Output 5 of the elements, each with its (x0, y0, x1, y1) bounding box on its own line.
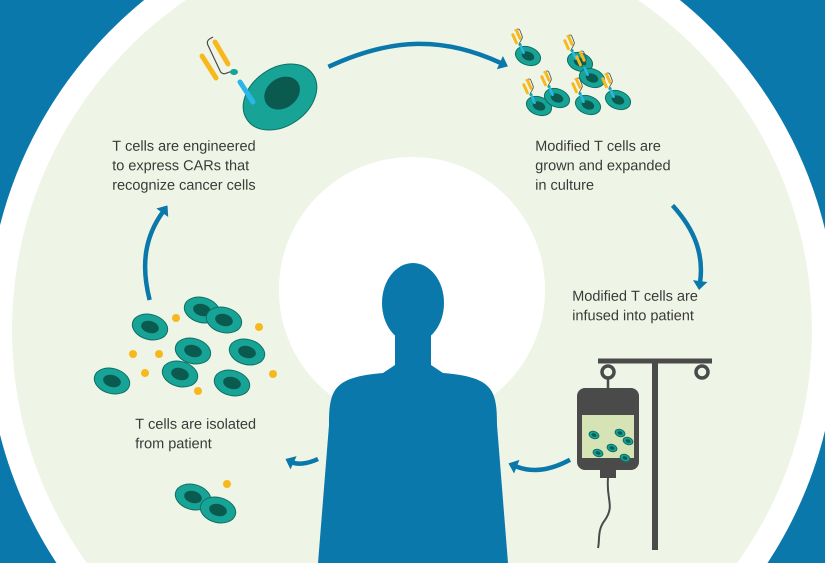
step-text: Modified T cells are infused into patient (573, 290, 698, 324)
person-silhouette (318, 263, 508, 563)
step-text: T cells are isolated from patient (135, 418, 256, 452)
step-text: Modified T cells are grown and expanded in culture (536, 140, 670, 190)
step-text: T cells are engineered to express CARs that recognize cancer cells (112, 140, 256, 193)
